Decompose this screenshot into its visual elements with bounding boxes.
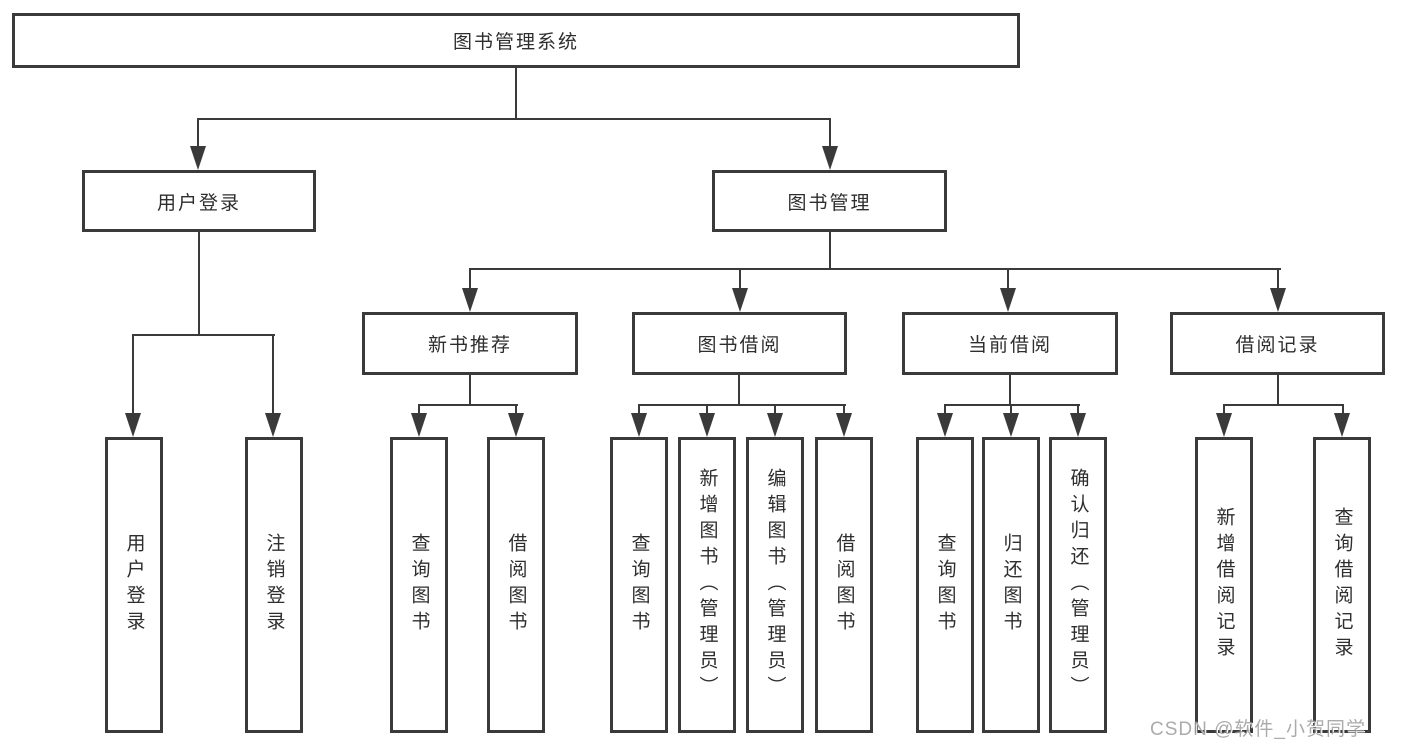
leaf-label: 查询图书 — [934, 533, 956, 637]
node-book-borrowing: 图书借阅 — [632, 312, 847, 375]
connector-line — [739, 268, 741, 290]
connector-line — [197, 118, 199, 152]
node-label: 借阅记录 — [1235, 335, 1320, 356]
arrow-down-icon — [1334, 413, 1350, 437]
leaf-logout: 注销登录 — [245, 437, 303, 733]
connector-line — [1007, 268, 1009, 290]
leaf-label: 用户登录 — [123, 533, 145, 637]
connector-line — [1277, 375, 1279, 406]
leaf-label: 新增借阅记录 — [1213, 507, 1235, 663]
connector-line — [515, 404, 517, 416]
arrow-down-icon — [265, 413, 281, 437]
connector-line — [829, 118, 831, 152]
arrow-down-icon — [1070, 413, 1086, 437]
arrow-down-icon — [125, 413, 141, 437]
connector-line — [1342, 404, 1344, 416]
leaf-user-login: 用户登录 — [105, 437, 163, 733]
connector-line — [944, 404, 1080, 406]
leaf-query-books-current: 查询图书 — [916, 437, 974, 733]
connector-line — [1223, 404, 1225, 416]
connector-line — [272, 334, 274, 416]
connector-line — [1223, 404, 1344, 406]
connector-line — [198, 232, 200, 336]
leaf-borrow-books-recommend: 借阅图书 — [487, 437, 545, 733]
leaf-label: 查询借阅记录 — [1331, 507, 1353, 663]
connector-line — [1277, 268, 1279, 290]
arrow-down-icon — [1270, 288, 1286, 312]
arrow-down-icon — [836, 413, 852, 437]
arrow-down-icon — [699, 413, 715, 437]
connector-line — [132, 334, 275, 336]
leaf-add-book-admin: 新增图书（管理员） — [678, 437, 736, 733]
arrow-down-icon — [732, 288, 748, 312]
leaf-label: 借阅图书 — [505, 533, 527, 637]
connector-line — [418, 404, 518, 406]
connector-line — [469, 375, 471, 406]
leaf-borrow-books-borrowing: 借阅图书 — [815, 437, 873, 733]
connector-line — [944, 404, 946, 416]
arrow-down-icon — [190, 146, 206, 170]
arrow-down-icon — [508, 413, 524, 437]
connector-line — [469, 268, 471, 290]
connector-line — [1010, 404, 1012, 416]
leaf-label: 借阅图书 — [833, 533, 855, 637]
connector-line — [843, 404, 845, 416]
arrow-down-icon — [937, 413, 953, 437]
node-new-book-recommendation: 新书推荐 — [362, 312, 578, 375]
connector-line — [418, 404, 420, 416]
connector-line — [132, 334, 134, 416]
connector-line — [638, 404, 640, 416]
node-library-system: 图书管理系统 — [12, 13, 1020, 68]
node-label: 图书管理系统 — [452, 32, 579, 53]
connector-line — [738, 375, 740, 406]
leaf-label: 编辑图书（管理员） — [764, 468, 786, 702]
leaf-label: 确认归还（管理员） — [1067, 468, 1089, 702]
node-label: 新书推荐 — [427, 335, 512, 356]
node-borrowing-records: 借阅记录 — [1170, 312, 1385, 375]
connector-line — [515, 68, 517, 120]
connector-line — [197, 118, 831, 120]
connector-line — [469, 268, 1281, 270]
connector-line — [638, 404, 846, 406]
node-label: 图书管理 — [787, 192, 872, 214]
arrow-down-icon — [462, 288, 478, 312]
arrow-down-icon — [1216, 413, 1232, 437]
connector-line — [706, 404, 708, 416]
leaf-label: 归还图书 — [1000, 533, 1022, 637]
connector-line — [774, 404, 776, 416]
arrow-down-icon — [631, 413, 647, 437]
arrow-down-icon — [822, 146, 838, 170]
watermark: CSDN @软件_小贺同学 — [1150, 719, 1366, 740]
leaf-label: 查询图书 — [408, 533, 430, 637]
leaf-query-books-borrowing: 查询图书 — [610, 437, 668, 733]
leaf-label: 注销登录 — [263, 533, 285, 637]
arrow-down-icon — [411, 413, 427, 437]
arrow-down-icon — [767, 413, 783, 437]
connector-line — [829, 232, 831, 270]
leaf-edit-book-admin: 编辑图书（管理员） — [746, 437, 804, 733]
node-label: 图书借阅 — [697, 335, 782, 356]
connector-line — [1009, 375, 1011, 406]
arrow-down-icon — [1000, 288, 1016, 312]
leaf-return-books: 归还图书 — [982, 437, 1040, 733]
node-book-management: 图书管理 — [712, 170, 947, 232]
node-user-login: 用户登录 — [82, 170, 316, 232]
leaf-confirm-return-admin: 确认归还（管理员） — [1049, 437, 1107, 733]
leaf-query-borrow-record: 查询借阅记录 — [1313, 437, 1371, 733]
node-label: 当前借阅 — [967, 335, 1052, 356]
node-label: 用户登录 — [156, 192, 241, 214]
leaf-add-borrow-record: 新增借阅记录 — [1195, 437, 1253, 733]
arrow-down-icon — [1003, 413, 1019, 437]
leaf-label: 查询图书 — [628, 533, 650, 637]
connector-line — [1077, 404, 1079, 416]
leaf-label: 新增图书（管理员） — [696, 468, 718, 702]
node-current-borrowing: 当前借阅 — [902, 312, 1118, 375]
leaf-query-books-recommend: 查询图书 — [390, 437, 448, 733]
